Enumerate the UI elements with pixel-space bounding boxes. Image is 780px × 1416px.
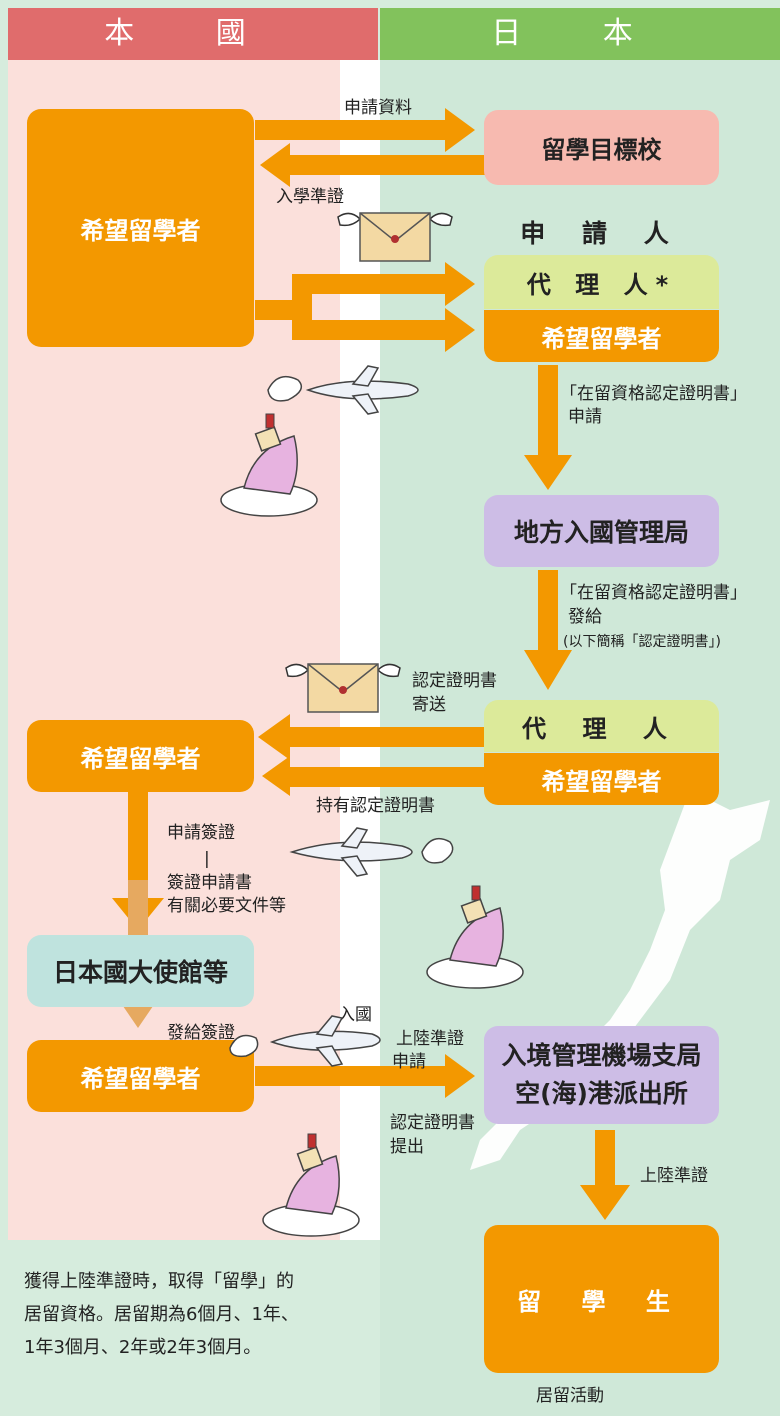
label-residence-activity: 居留活動	[536, 1386, 604, 1406]
arrow-to-agent	[292, 262, 475, 306]
label-entry: 入國	[338, 1005, 372, 1025]
note-text: 獲得上陸準證時，取得「留學」的 居留資格。居留期為6個月、1年、 1年3個月、2…	[24, 1265, 299, 1364]
note-background	[8, 1240, 380, 1416]
airport-bureau-line2: 空(海)港派出所	[515, 1079, 688, 1108]
label-coe-send-2: 寄送	[412, 695, 446, 715]
note-line-1: 獲得上陸準證時，取得「留學」的	[24, 1271, 294, 1292]
header-japan: 日 本	[380, 8, 780, 60]
label-coe-apply-2: 申請	[568, 407, 602, 427]
arrow-landing-permit	[580, 1130, 630, 1220]
ship-icon	[220, 413, 318, 517]
airplane-icon	[289, 827, 454, 877]
box-embassy: 日本國大使館等	[27, 935, 254, 1007]
box-airport-bureau: 入境管理機場支局 空(海)港派出所	[484, 1026, 719, 1124]
arrow-landing-apply	[255, 1054, 475, 1098]
box-applicant-top: 希望留學者	[27, 109, 254, 347]
label-admission-cert: 入學準證	[276, 187, 344, 207]
applicant-heading: 申 請 人	[520, 219, 683, 248]
label-coe-submit-1: 認定證明書	[390, 1113, 475, 1133]
ship-icon	[262, 1133, 360, 1237]
label-coe-submit-2: 提出	[390, 1137, 424, 1157]
arrow-admission-cert	[260, 143, 485, 187]
envelope-icon	[285, 663, 401, 713]
label-landing-apply-2: 申請	[392, 1052, 426, 1072]
header-home-country: 本 國	[8, 8, 378, 60]
label-coe-apply-1: 「在留資格認定證明書」	[560, 384, 747, 404]
box-agent-star: 代 理 人*	[484, 255, 719, 309]
airplane-icon	[229, 1015, 381, 1067]
label-coe-issue-note: (以下簡稱「認定證明書」)	[563, 634, 721, 650]
note-line-2: 居留資格。居留期為6個月、1年、	[24, 1304, 299, 1325]
box-applicant-left-2: 希望留學者	[27, 720, 254, 792]
arrow-hold-coe	[262, 756, 485, 796]
box-regional-bureau: 地方入國管理局	[484, 495, 719, 567]
ship-icon	[426, 885, 524, 989]
label-hold-coe: 持有認定證明書	[316, 796, 435, 816]
box-student: 留 學 生	[484, 1225, 719, 1373]
japan-map-icon	[470, 790, 770, 1170]
arrow-coe-issue	[524, 570, 572, 690]
label-visa-apply-3: 簽證申請書	[167, 873, 252, 893]
label-visa-apply-1: 申請簽證	[167, 823, 235, 843]
box-applicant-mid: 希望留學者	[484, 310, 719, 362]
label-apply-docs: 申請資料	[344, 98, 412, 118]
arrow-coe-apply	[524, 365, 572, 490]
arrow-apply-docs	[255, 108, 475, 152]
label-coe-issue-2: 發給	[568, 607, 602, 627]
arrow-coe-send	[258, 714, 485, 760]
label-visa-apply-2: |	[204, 849, 210, 869]
label-issue-visa: 發給簽證	[167, 1023, 235, 1043]
arrow-visa-apply	[112, 790, 164, 930]
arrow-to-applicant	[292, 308, 475, 352]
label-coe-issue-1: 「在留資格認定證明書」	[560, 583, 747, 603]
label-landing-apply-1: 上陸準證	[396, 1029, 464, 1049]
note-line-3: 1年3個月、2年或2年3個月。	[24, 1337, 262, 1358]
label-visa-apply-4: 有關必要文件等	[167, 896, 286, 916]
label-coe-send-1: 認定證明書	[412, 671, 497, 691]
airport-bureau-line1: 入境管理機場支局	[501, 1041, 702, 1070]
box-target-school: 留學目標校	[484, 110, 719, 185]
envelope-icon	[337, 212, 453, 262]
label-landing-permit: 上陸準證	[640, 1166, 708, 1186]
box-applicant-left-3: 希望留學者	[27, 1040, 254, 1112]
box-agent-2: 代 理 人	[484, 700, 719, 752]
box-applicant-right-2: 希望留學者	[484, 753, 719, 805]
airplane-icon	[267, 365, 419, 415]
